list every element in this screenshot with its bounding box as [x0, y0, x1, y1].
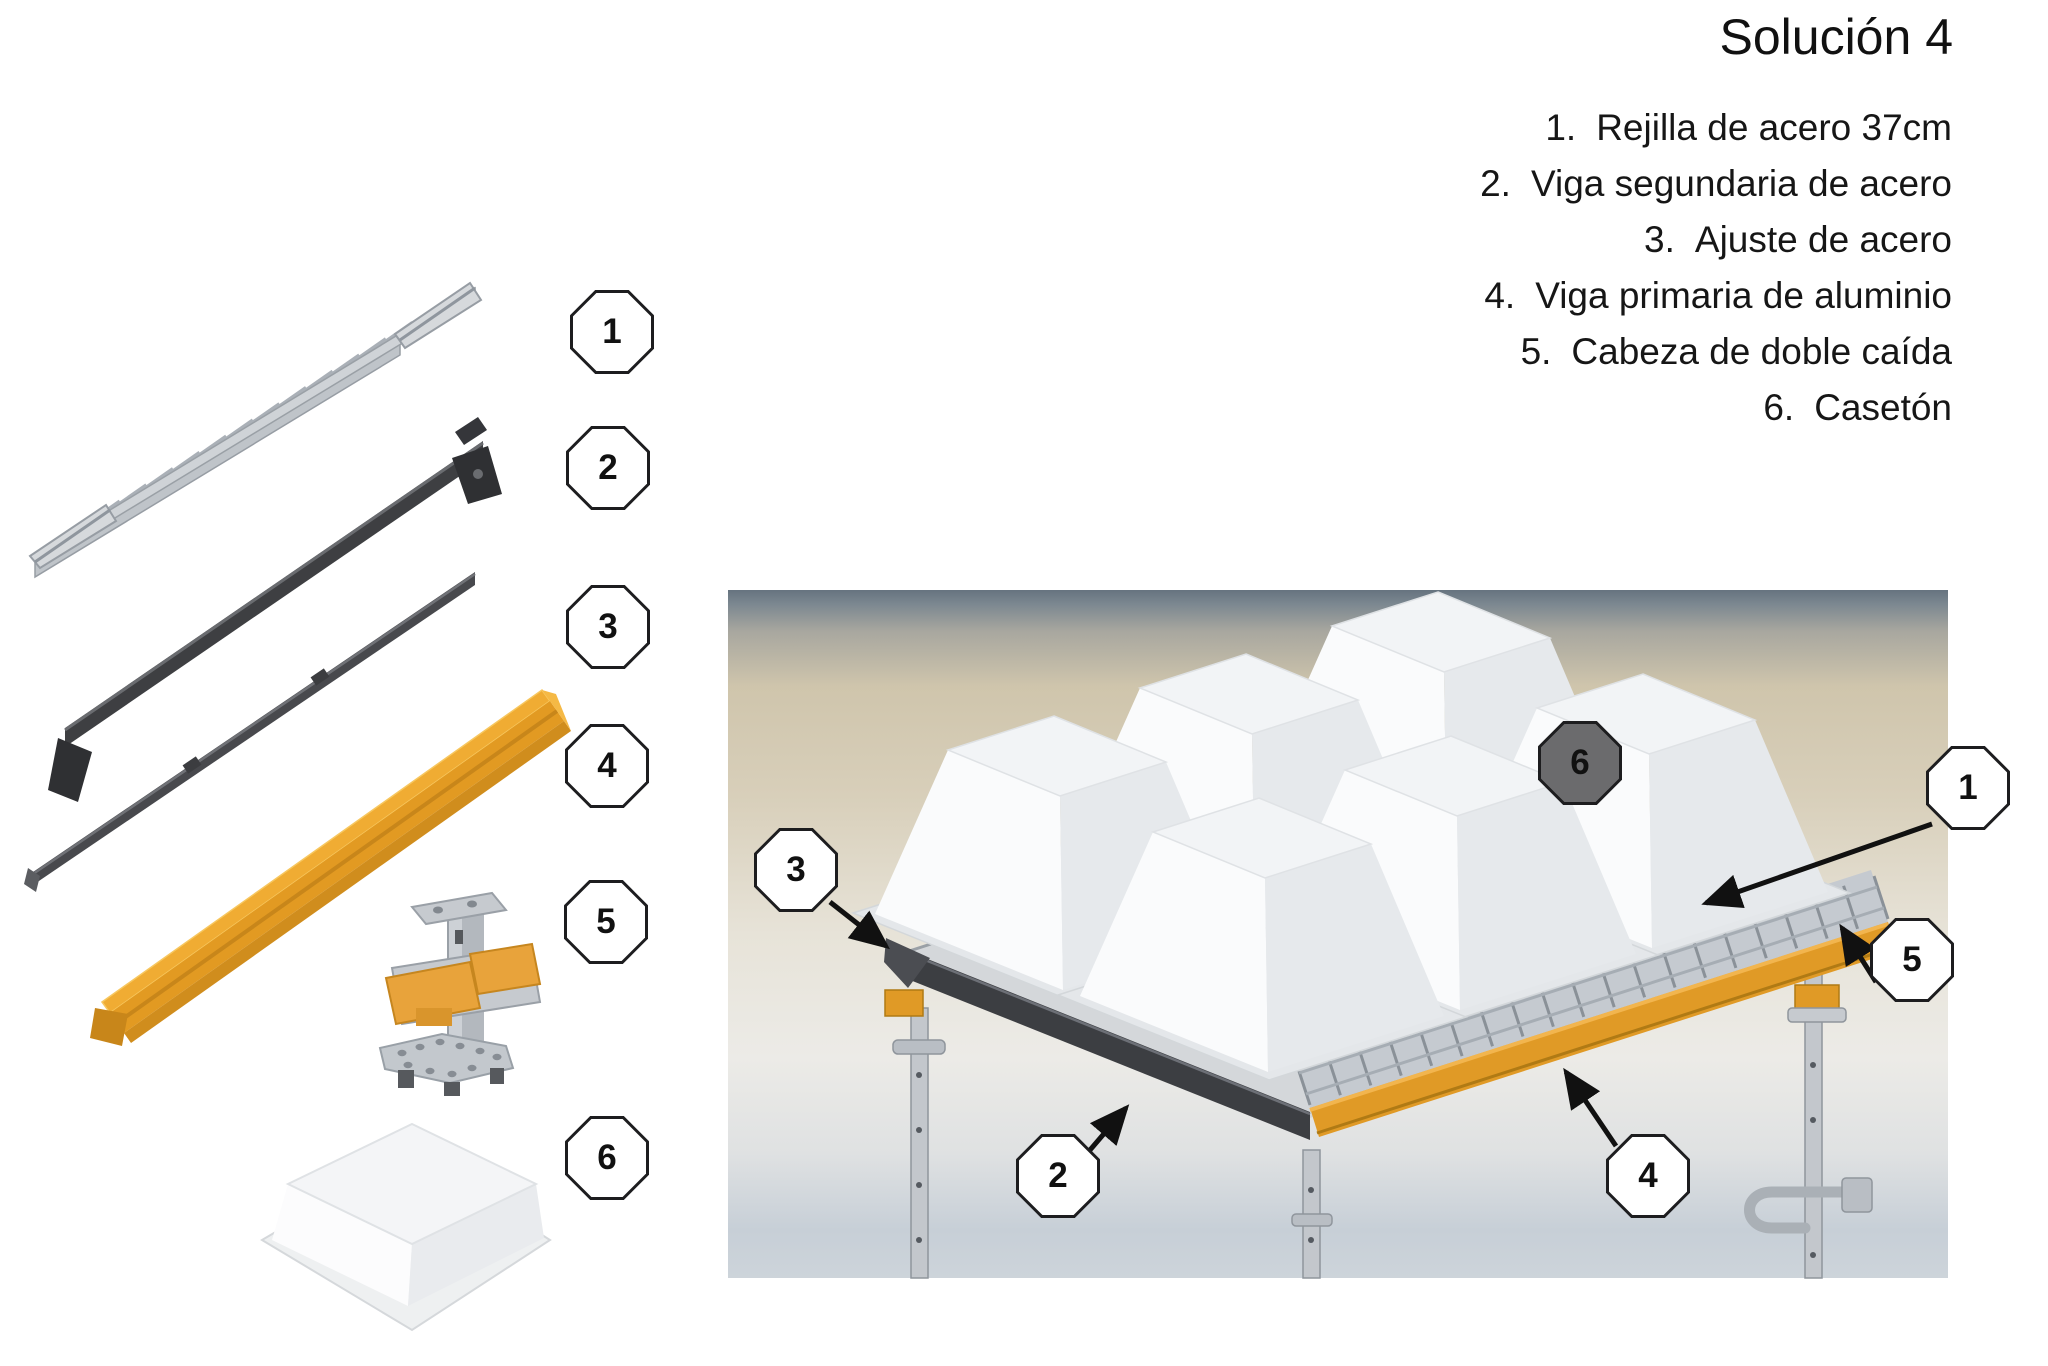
badge-number: 1 [1929, 749, 2007, 827]
legend-item-number: 5. [1520, 331, 1552, 372]
deck-edge-beam [900, 948, 1310, 1140]
legend-item-number: 2. [1480, 163, 1511, 204]
arrow-2 [1088, 1104, 1130, 1152]
caisson-domes [850, 591, 1853, 1081]
badge-number: 2 [1019, 1137, 1097, 1215]
legend-item-number: 3. [1644, 219, 1675, 260]
double-drop-head-illustration [378, 891, 542, 1096]
arrow-1 [1701, 821, 1933, 908]
badge-number: 6 [1541, 724, 1619, 802]
photo-badge-4: 4 [1606, 1134, 1690, 1218]
exploded-badge-6: 6 [565, 1116, 649, 1200]
parts-legend: 1. Rejilla de acero 37cm 2. Viga segunda… [1480, 100, 1952, 436]
exploded-badge-1: 1 [570, 290, 654, 374]
post-hook-handle [1744, 1186, 1866, 1234]
legend-item-3: 3. Ajuste de acero [1480, 212, 1952, 268]
exploded-badge-4: 4 [565, 724, 649, 808]
photo-badge-6: 6 [1538, 721, 1622, 805]
badge-number: 1 [573, 293, 651, 371]
badge-number: 3 [569, 588, 647, 666]
primary-aluminum-beam-illustration [90, 688, 571, 1046]
legend-item-label: Viga primaria de aluminio [1535, 275, 1952, 316]
legend-item-number: 1. [1545, 107, 1577, 148]
badge-number: 2 [569, 429, 647, 507]
legend-item-1: 1. Rejilla de acero 37cm [1480, 100, 1952, 156]
photo-badge-2: 2 [1016, 1134, 1100, 1218]
legend-item-5: 5. Cabeza de doble caída [1480, 324, 1952, 380]
legend-item-label: Cabeza de doble caída [1571, 331, 1952, 372]
secondary-steel-beam-illustration [48, 417, 502, 802]
legend-item-label: Ajuste de acero [1694, 219, 1952, 260]
legend-item-4: 4. Viga primaria de aluminio [1480, 268, 1952, 324]
deck-orange-beam [1309, 922, 1897, 1137]
steel-grating-illustration [28, 281, 483, 579]
badge-number: 5 [567, 883, 645, 961]
photo-badge-3: 3 [754, 828, 838, 912]
legend-item-number: 4. [1484, 275, 1516, 316]
front-post [1291, 1149, 1333, 1279]
exploded-badge-2: 2 [566, 426, 650, 510]
badge-number: 4 [1609, 1137, 1687, 1215]
steel-adjuster-illustration [24, 572, 476, 892]
legend-item-label: Viga segundaria de acero [1530, 163, 1952, 204]
left-post [884, 989, 946, 1279]
arrow-4 [1563, 1067, 1619, 1148]
caisson-illustration [260, 1122, 552, 1332]
corner-adjuster-wedge [884, 938, 930, 988]
legend-item-number: 6. [1763, 387, 1795, 428]
badge-number: 3 [757, 831, 835, 909]
legend-item-label: Casetón [1814, 387, 1952, 428]
arrow-3 [828, 900, 890, 950]
photo-badge-1: 1 [1926, 746, 2010, 830]
right-post [1744, 954, 1873, 1279]
exploded-badge-5: 5 [564, 880, 648, 964]
octagon-icon [1538, 721, 1622, 805]
callout-arrows [828, 821, 1933, 1152]
photo-badge-5: 5 [1870, 918, 1954, 1002]
legend-item-6: 6. Casetón [1480, 380, 1952, 436]
badge-number: 4 [568, 727, 646, 805]
exploded-view-illustration [24, 281, 571, 1332]
badge-number: 5 [1873, 921, 1951, 999]
page-title: Solución 4 [1719, 9, 1954, 65]
legend-item-2: 2. Viga segundaria de acero [1480, 156, 1952, 212]
badge-number: 6 [568, 1119, 646, 1197]
assembly-photo-illustration [728, 590, 1948, 1279]
legend-item-label: Rejilla de acero 37cm [1596, 107, 1952, 148]
exploded-badge-3: 3 [566, 585, 650, 669]
